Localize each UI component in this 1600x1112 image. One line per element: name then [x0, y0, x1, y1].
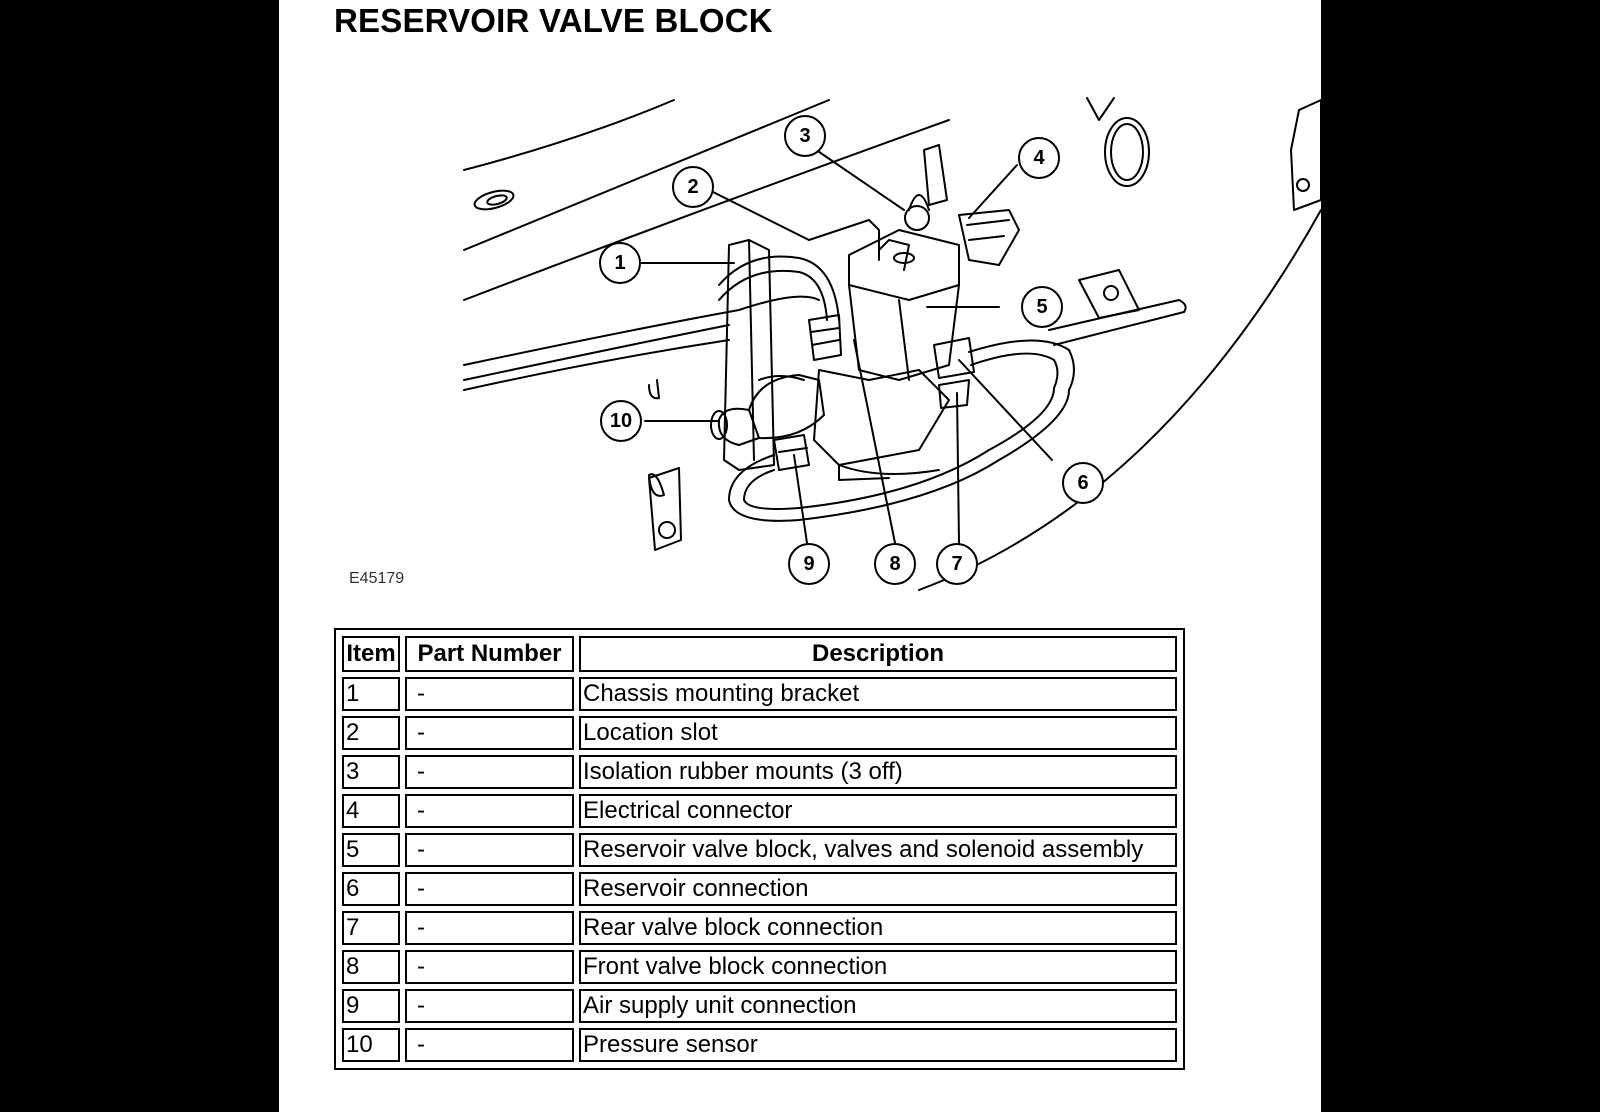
cell-part-number: - — [405, 755, 574, 789]
callout-label-10: 10 — [610, 410, 632, 432]
parts-table: Item Part Number Description 1 - Chassis… — [334, 628, 1185, 1070]
table-row: 8 - Front valve block connection — [342, 950, 1177, 984]
figure-id: E45179 — [349, 570, 404, 587]
cell-part-number: - — [405, 716, 574, 750]
table-row: 10 - Pressure sensor — [342, 1028, 1177, 1062]
table-row: 3 - Isolation rubber mounts (3 off) — [342, 755, 1177, 789]
table-header-row: Item Part Number Description — [342, 636, 1177, 672]
cell-description: Air supply unit connection — [579, 989, 1177, 1023]
cell-item: 10 — [342, 1028, 400, 1062]
callout-circle-8 — [874, 543, 916, 585]
cell-description: Location slot — [579, 716, 1177, 750]
document-page: 1 2 3 4 5 6 7 8 9 10 E45179 RESERVOIR VA… — [279, 0, 1321, 1112]
table-row: 4 - Electrical connector — [342, 794, 1177, 828]
callout-markers — [599, 115, 1104, 585]
callout-label-9: 9 — [803, 553, 814, 575]
table-row: 1 - Chassis mounting bracket — [342, 677, 1177, 711]
cell-part-number: - — [405, 911, 574, 945]
cell-description: Front valve block connection — [579, 950, 1177, 984]
callout-label-6: 6 — [1077, 472, 1088, 494]
cell-item: 5 — [342, 833, 400, 867]
callout-circle-5 — [1021, 286, 1063, 328]
table-row: 2 - Location slot — [342, 716, 1177, 750]
technical-illustration: 1 2 3 4 5 6 7 8 9 10 E45179 — [279, 0, 1321, 610]
header-description: Description — [579, 636, 1177, 672]
callout-label-8: 8 — [889, 553, 900, 575]
cell-item: 3 — [342, 755, 400, 789]
cell-part-number: - — [405, 989, 574, 1023]
cell-item: 4 — [342, 794, 400, 828]
callout-circle-7 — [936, 543, 978, 585]
cell-part-number: - — [405, 833, 574, 867]
cell-description: Reservoir valve block, valves and soleno… — [579, 833, 1177, 867]
cell-description: Chassis mounting bracket — [579, 677, 1177, 711]
callout-label-1: 1 — [614, 252, 625, 274]
cell-description: Reservoir connection — [579, 872, 1177, 906]
cell-item: 9 — [342, 989, 400, 1023]
page-title: RESERVOIR VALVE BLOCK — [334, 2, 773, 39]
cell-part-number: - — [405, 950, 574, 984]
cell-part-number: - — [405, 794, 574, 828]
callout-circle-3 — [784, 115, 826, 157]
table-row: 5 - Reservoir valve block, valves and so… — [342, 833, 1177, 867]
callout-label-4: 4 — [1033, 147, 1045, 169]
cell-item: 6 — [342, 872, 400, 906]
callout-circle-6 — [1062, 462, 1104, 504]
cell-description: Rear valve block connection — [579, 911, 1177, 945]
cell-description: Pressure sensor — [579, 1028, 1177, 1062]
table-row: 6 - Reservoir connection — [342, 872, 1177, 906]
valve-block-drawing: 1 2 3 4 5 6 7 8 9 10 E45179 — [349, 97, 1321, 591]
header-part-number: Part Number — [405, 636, 574, 672]
table-row: 9 - Air supply unit connection — [342, 989, 1177, 1023]
cell-item: 2 — [342, 716, 400, 750]
callout-label-2: 2 — [687, 176, 698, 198]
cell-item: 7 — [342, 911, 400, 945]
cell-part-number: - — [405, 872, 574, 906]
cell-item: 8 — [342, 950, 400, 984]
callout-circle-1 — [599, 242, 641, 284]
callout-circle-2 — [672, 166, 714, 208]
line-art — [463, 97, 1321, 591]
cell-description: Isolation rubber mounts (3 off) — [579, 755, 1177, 789]
callout-label-7: 7 — [951, 553, 962, 575]
cell-description: Electrical connector — [579, 794, 1177, 828]
callout-circle-9 — [788, 543, 830, 585]
cell-item: 1 — [342, 677, 400, 711]
cell-part-number: - — [405, 677, 574, 711]
table-row: 7 - Rear valve block connection — [342, 911, 1177, 945]
callout-label-3: 3 — [799, 125, 810, 147]
header-item: Item — [342, 636, 400, 672]
callout-circle-4 — [1018, 137, 1060, 179]
callout-labels: 1 2 3 4 5 6 7 8 9 10 — [610, 125, 1089, 575]
cell-part-number: - — [405, 1028, 574, 1062]
callout-circle-10 — [600, 400, 642, 442]
callout-label-5: 5 — [1036, 296, 1047, 318]
